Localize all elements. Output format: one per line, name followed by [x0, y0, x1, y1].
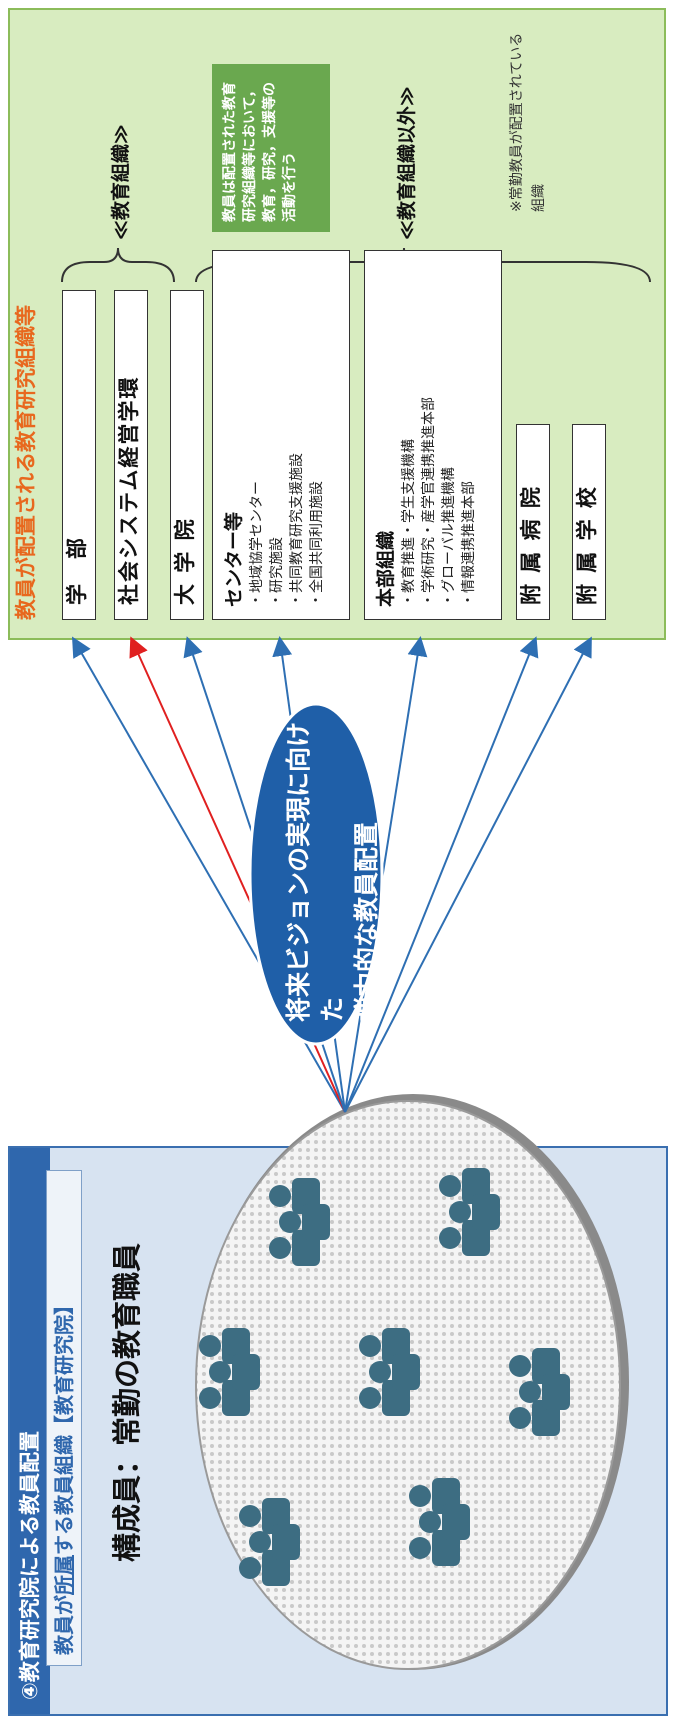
org-attached-schools: 附 属 学 校	[572, 424, 606, 620]
flexible-allocation-text: 将来ビジョンの実現に向けた 弾力的な教員配置	[282, 702, 384, 1022]
org-headquarters: 本部組織 ・教育推進・学生支援機構 ・学術研究・産学官連携推進本部 ・グローバル…	[364, 250, 502, 620]
org-item: ・教育推進・学生支援機構	[401, 439, 417, 607]
flexible-allocation-ellipse	[248, 702, 384, 1046]
org-item: ・研究施設	[269, 537, 285, 607]
org-label: 附 属 学 校	[575, 485, 599, 605]
ellipse-line-2: 弾力的な教員配置	[352, 821, 381, 1022]
org-social-systems: 社会システム経営学環	[114, 290, 148, 620]
footnote: ※常勤教員が配置されている組織	[509, 32, 547, 212]
org-title: センター等	[223, 511, 245, 607]
group-other-label: ≪教育組織以外≫	[396, 86, 418, 240]
org-item: ・共同教育研究支援施設	[289, 453, 305, 607]
org-label: 学 部	[65, 536, 89, 605]
green-note: 教員は配置された教育研究組織等において，教育，研究，支援等の活動を行う	[212, 64, 330, 232]
right-panel-title: 教員が配置される教育研究組織等	[14, 305, 38, 620]
org-title: 本部組織	[375, 530, 397, 607]
group-education-label: ≪教育組織≫	[110, 124, 132, 240]
org-label: 社会システム経営学環	[117, 375, 141, 605]
org-label: 附 属 病 院	[519, 485, 543, 605]
org-item: ・グローバル推進機構	[441, 467, 457, 607]
org-item: ・全国共同利用施設	[309, 481, 325, 607]
org-centers: センター等 ・地域協学センター ・研究施設 ・共同教育研究支援施設 ・全国共同利…	[212, 250, 350, 620]
org-label: 大 学 院	[173, 517, 197, 605]
org-item: ・学術研究・産学官連携推進本部	[421, 397, 437, 607]
org-faculties: 学 部	[62, 290, 96, 620]
ellipse-line-1: 将来ビジョンの実現に向けた	[284, 721, 347, 1022]
members-label: 構成員：常勤の教育職員	[110, 1242, 144, 1562]
education-brace	[61, 247, 175, 283]
org-university-hospital: 附 属 病 院	[516, 424, 550, 620]
org-item: ・情報連携推進本部	[461, 481, 477, 607]
org-graduate-school: 大 学 院	[170, 290, 204, 620]
org-item: ・地域協学センター	[249, 481, 265, 607]
